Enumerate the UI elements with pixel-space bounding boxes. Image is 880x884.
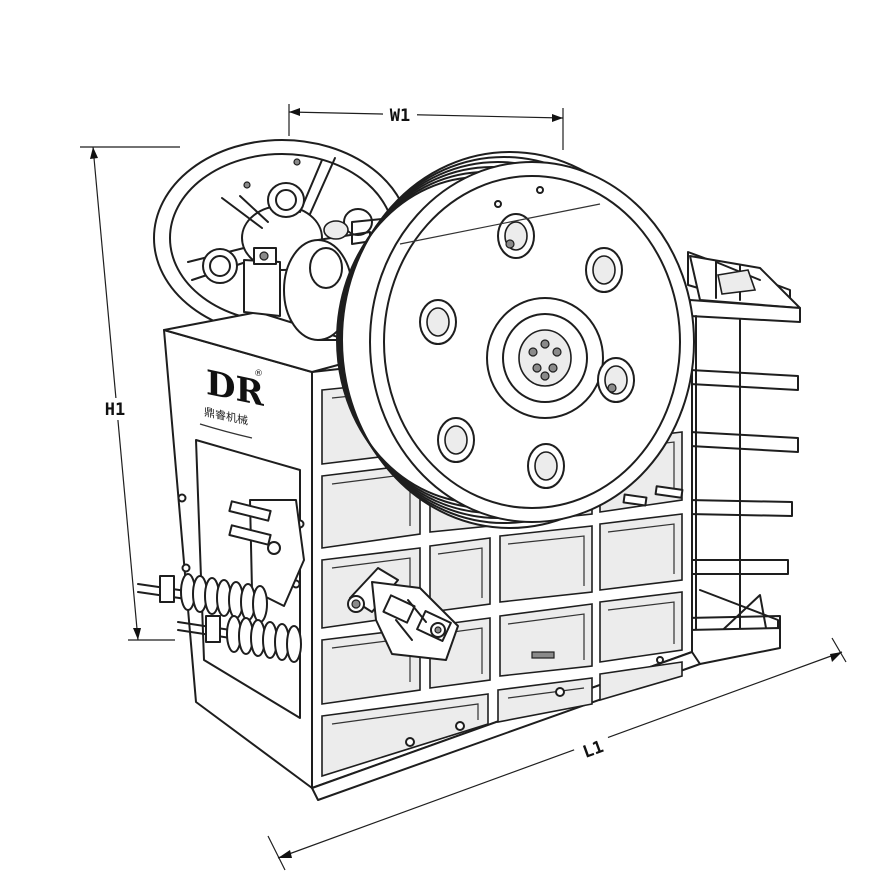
dimension-h1: H1 [80, 146, 180, 641]
registered-mark: ® [254, 369, 263, 379]
side-plate: DR ® 鼎睿机械 [163, 311, 387, 789]
eccentric-shaft [243, 217, 393, 341]
rear-frame [687, 251, 801, 316]
lower-spring [226, 615, 302, 663]
dimension-w1: W1 [288, 103, 564, 150]
front-pulley [336, 151, 695, 529]
toggle-mechanism [347, 567, 459, 661]
tension-spring-assembly [137, 499, 305, 663]
width-label: W1 [390, 106, 410, 126]
height-label: H1 [105, 400, 125, 420]
frame-bolts [622, 485, 684, 507]
upper-spring [180, 573, 268, 623]
side-ribs [685, 299, 801, 665]
